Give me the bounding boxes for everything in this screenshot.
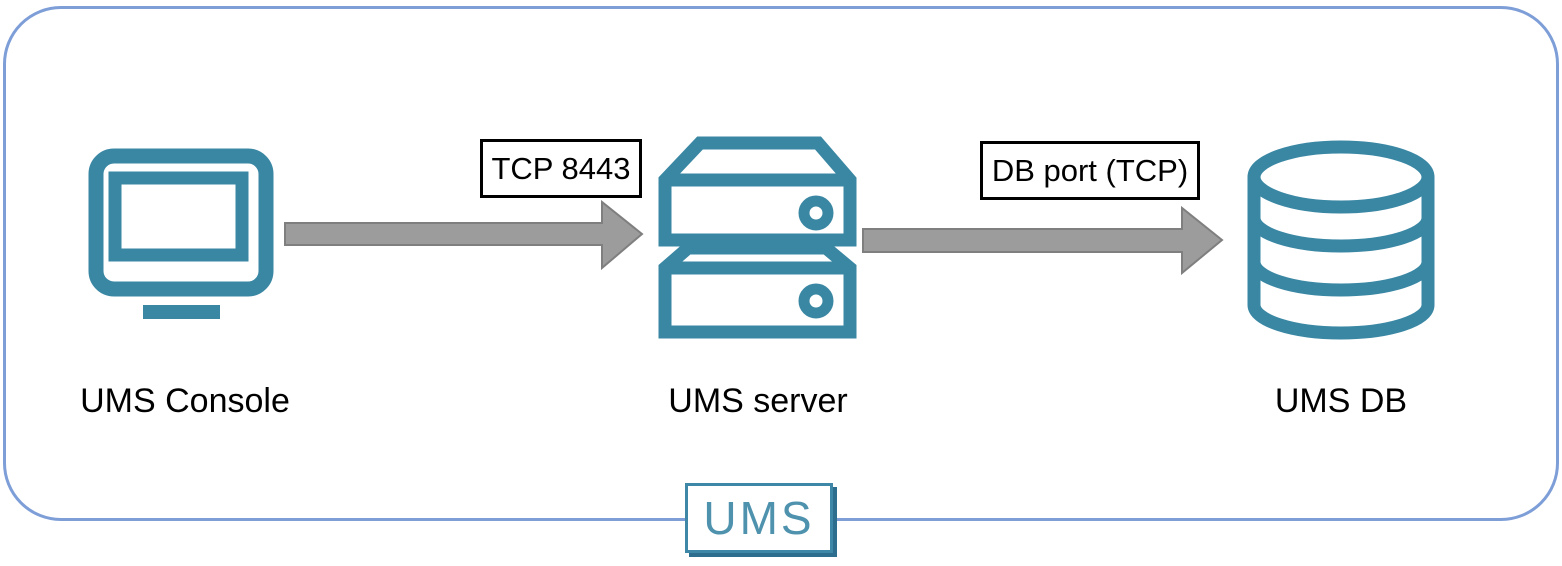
node-label-ums-db: UMS DB [1274, 382, 1408, 420]
connection-label-tcp-8443: TCP 8443 [480, 139, 642, 198]
database-icon [1247, 140, 1435, 340]
ums-badge: UMS [685, 483, 833, 553]
arrow-console-to-server-icon [284, 200, 644, 271]
node-label-ums-console: UMS Console [80, 382, 290, 420]
arrow-server-to-db-icon [862, 205, 1224, 276]
node-label-ums-server: UMS server [668, 382, 848, 420]
ums-badge-label: UMS [703, 492, 815, 544]
connection-label-db-port-tcp: DB port (TCP) [980, 141, 1200, 200]
monitor-icon [88, 148, 274, 319]
server-stack-icon [658, 136, 857, 339]
